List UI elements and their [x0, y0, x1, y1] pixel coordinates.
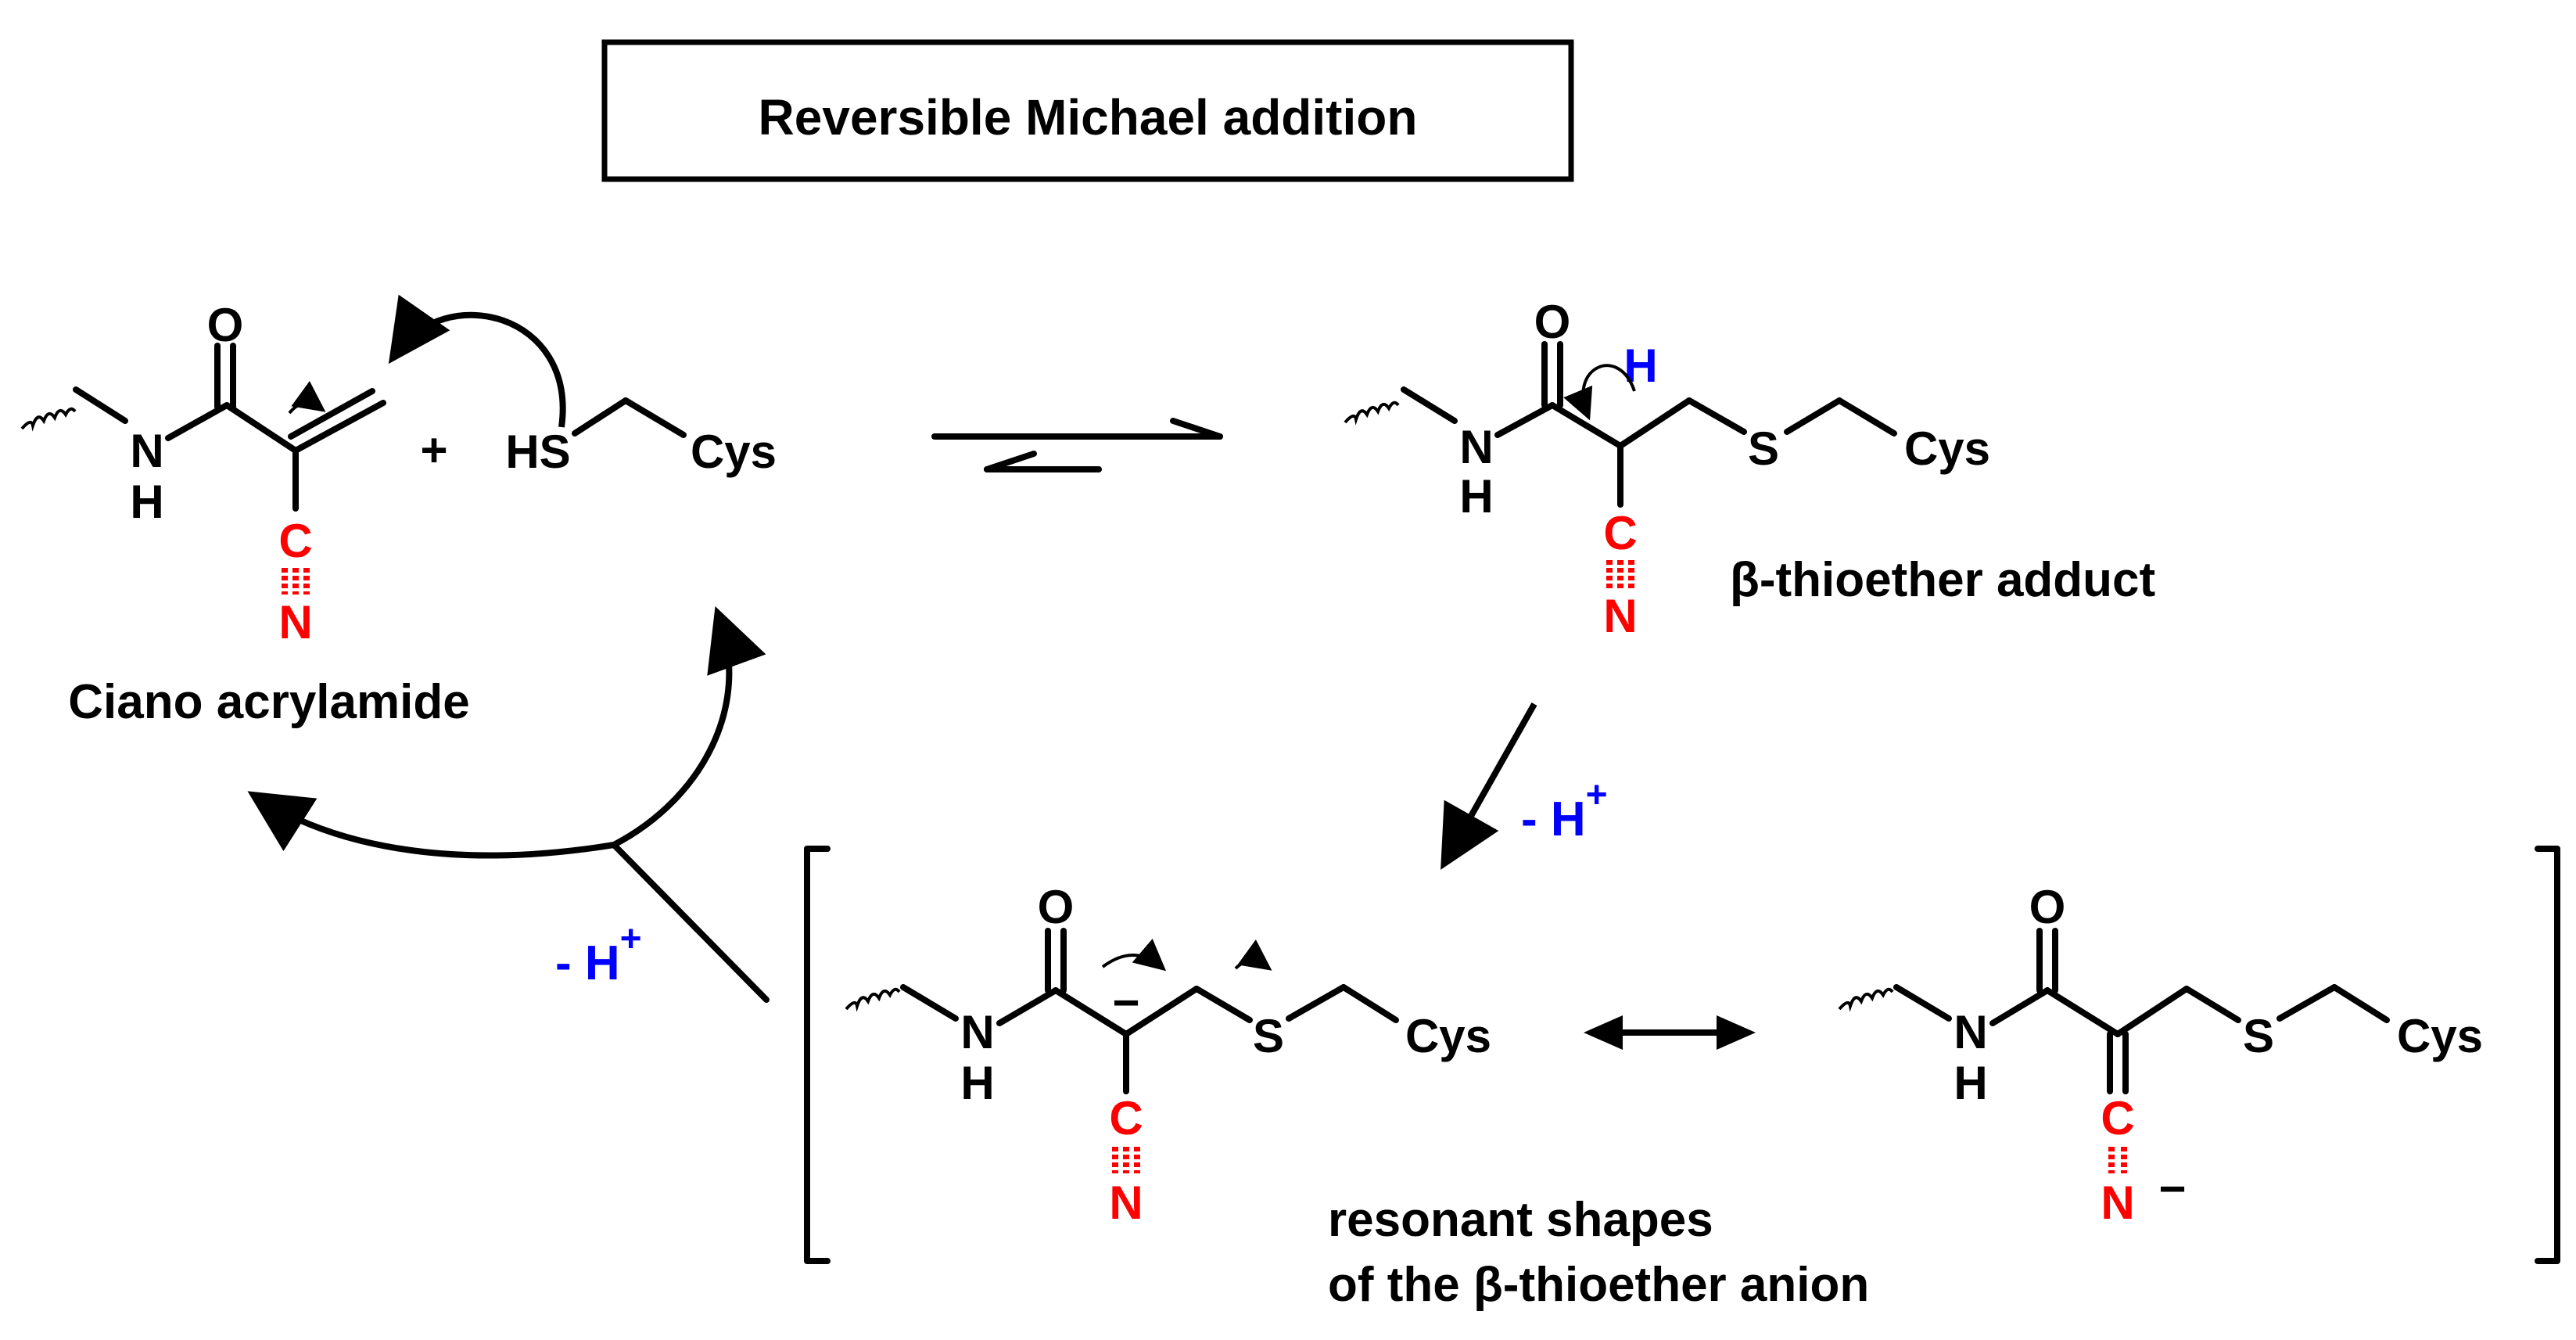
ketenimine-nh: H — [1954, 1057, 1987, 1109]
electron-push-arrow-2 — [1234, 939, 1272, 971]
cys-label-1: Cys — [691, 426, 777, 478]
resonance-label-line1: resonant shapes — [1328, 1193, 1713, 1247]
title-box — [601, 39, 1574, 182]
carbanion: N H O − S Cys C N — [845, 881, 1491, 1229]
title: Reversible Michael addition — [759, 89, 1418, 145]
nucleophilic-attack-arrow — [388, 294, 566, 428]
regeneration-arrows: - H+ — [247, 605, 770, 1003]
deprotonation-arrow-small — [1563, 364, 1636, 421]
ketenimine-anion: N H O S Cys C N − — [1838, 881, 2483, 1229]
adduct-nh: H — [1459, 470, 1493, 523]
resonance-arrow — [1584, 1015, 1756, 1050]
resonance-label-line2: of the β-thioether anion — [1328, 1258, 1869, 1312]
squiggle-bond — [20, 407, 77, 432]
ketenimine-o: O — [2029, 881, 2066, 933]
minus-h-label-2: - H+ — [555, 918, 642, 990]
amide-h: H — [130, 476, 163, 528]
minus-h-label-1: - H+ — [1521, 774, 1608, 846]
carbanion-nitrile-c: C — [1109, 1092, 1143, 1144]
ketenimine-charge: − — [2158, 1162, 2186, 1215]
electron-push-small — [288, 381, 326, 415]
adduct: N H O H S Cys C N β-thioether adduct — [1344, 296, 2155, 642]
cys-label-3: Cys — [1405, 1010, 1491, 1062]
ketenimine-c: C — [2101, 1092, 2134, 1144]
carbanion-charge: − — [1112, 976, 1139, 1029]
amide-n: N — [130, 425, 163, 477]
equilibrium-arrows — [931, 418, 1223, 472]
ketenimine-s: S — [2243, 1010, 2274, 1062]
adduct-label: β-thioether adduct — [1730, 553, 2155, 607]
right-bracket — [2535, 846, 2560, 1264]
cysteine-thiol: HS Cys — [505, 397, 777, 478]
adduct-n: N — [1459, 421, 1493, 473]
cys-label-2: Cys — [1904, 422, 1990, 475]
adduct-o: O — [1534, 296, 1571, 348]
carbanion-nh: H — [960, 1057, 994, 1109]
electron-push-arrow-1 — [1101, 938, 1167, 972]
adduct-nitrile-c: C — [1603, 507, 1637, 559]
nitrile-c: C — [278, 515, 312, 567]
left-bracket — [804, 846, 831, 1264]
deprotonation-step: - H+ — [1440, 702, 1608, 870]
ketenimine-n: N — [1954, 1006, 1987, 1058]
carbonyl-o: O — [207, 299, 244, 351]
adduct-s: S — [1748, 422, 1779, 475]
reactant-cyanoacrylamide: N H O C N Ciano acrylamide — [20, 299, 470, 729]
ketenimine-n2: N — [2101, 1177, 2134, 1229]
carbanion-o: O — [1038, 881, 1075, 933]
thiol-hs: HS — [505, 426, 570, 478]
adduct-nitrile-n: N — [1603, 590, 1637, 642]
carbanion-n: N — [960, 1006, 994, 1058]
carbanion-s: S — [1253, 1010, 1284, 1062]
plus-sign: + — [420, 424, 447, 476]
carbanion-nitrile-n: N — [1109, 1177, 1143, 1229]
nitrile-n: N — [278, 596, 312, 648]
alpha-h: H — [1623, 339, 1657, 392]
reactant-label: Ciano acrylamide — [68, 675, 469, 729]
cys-label-4: Cys — [2397, 1010, 2483, 1062]
